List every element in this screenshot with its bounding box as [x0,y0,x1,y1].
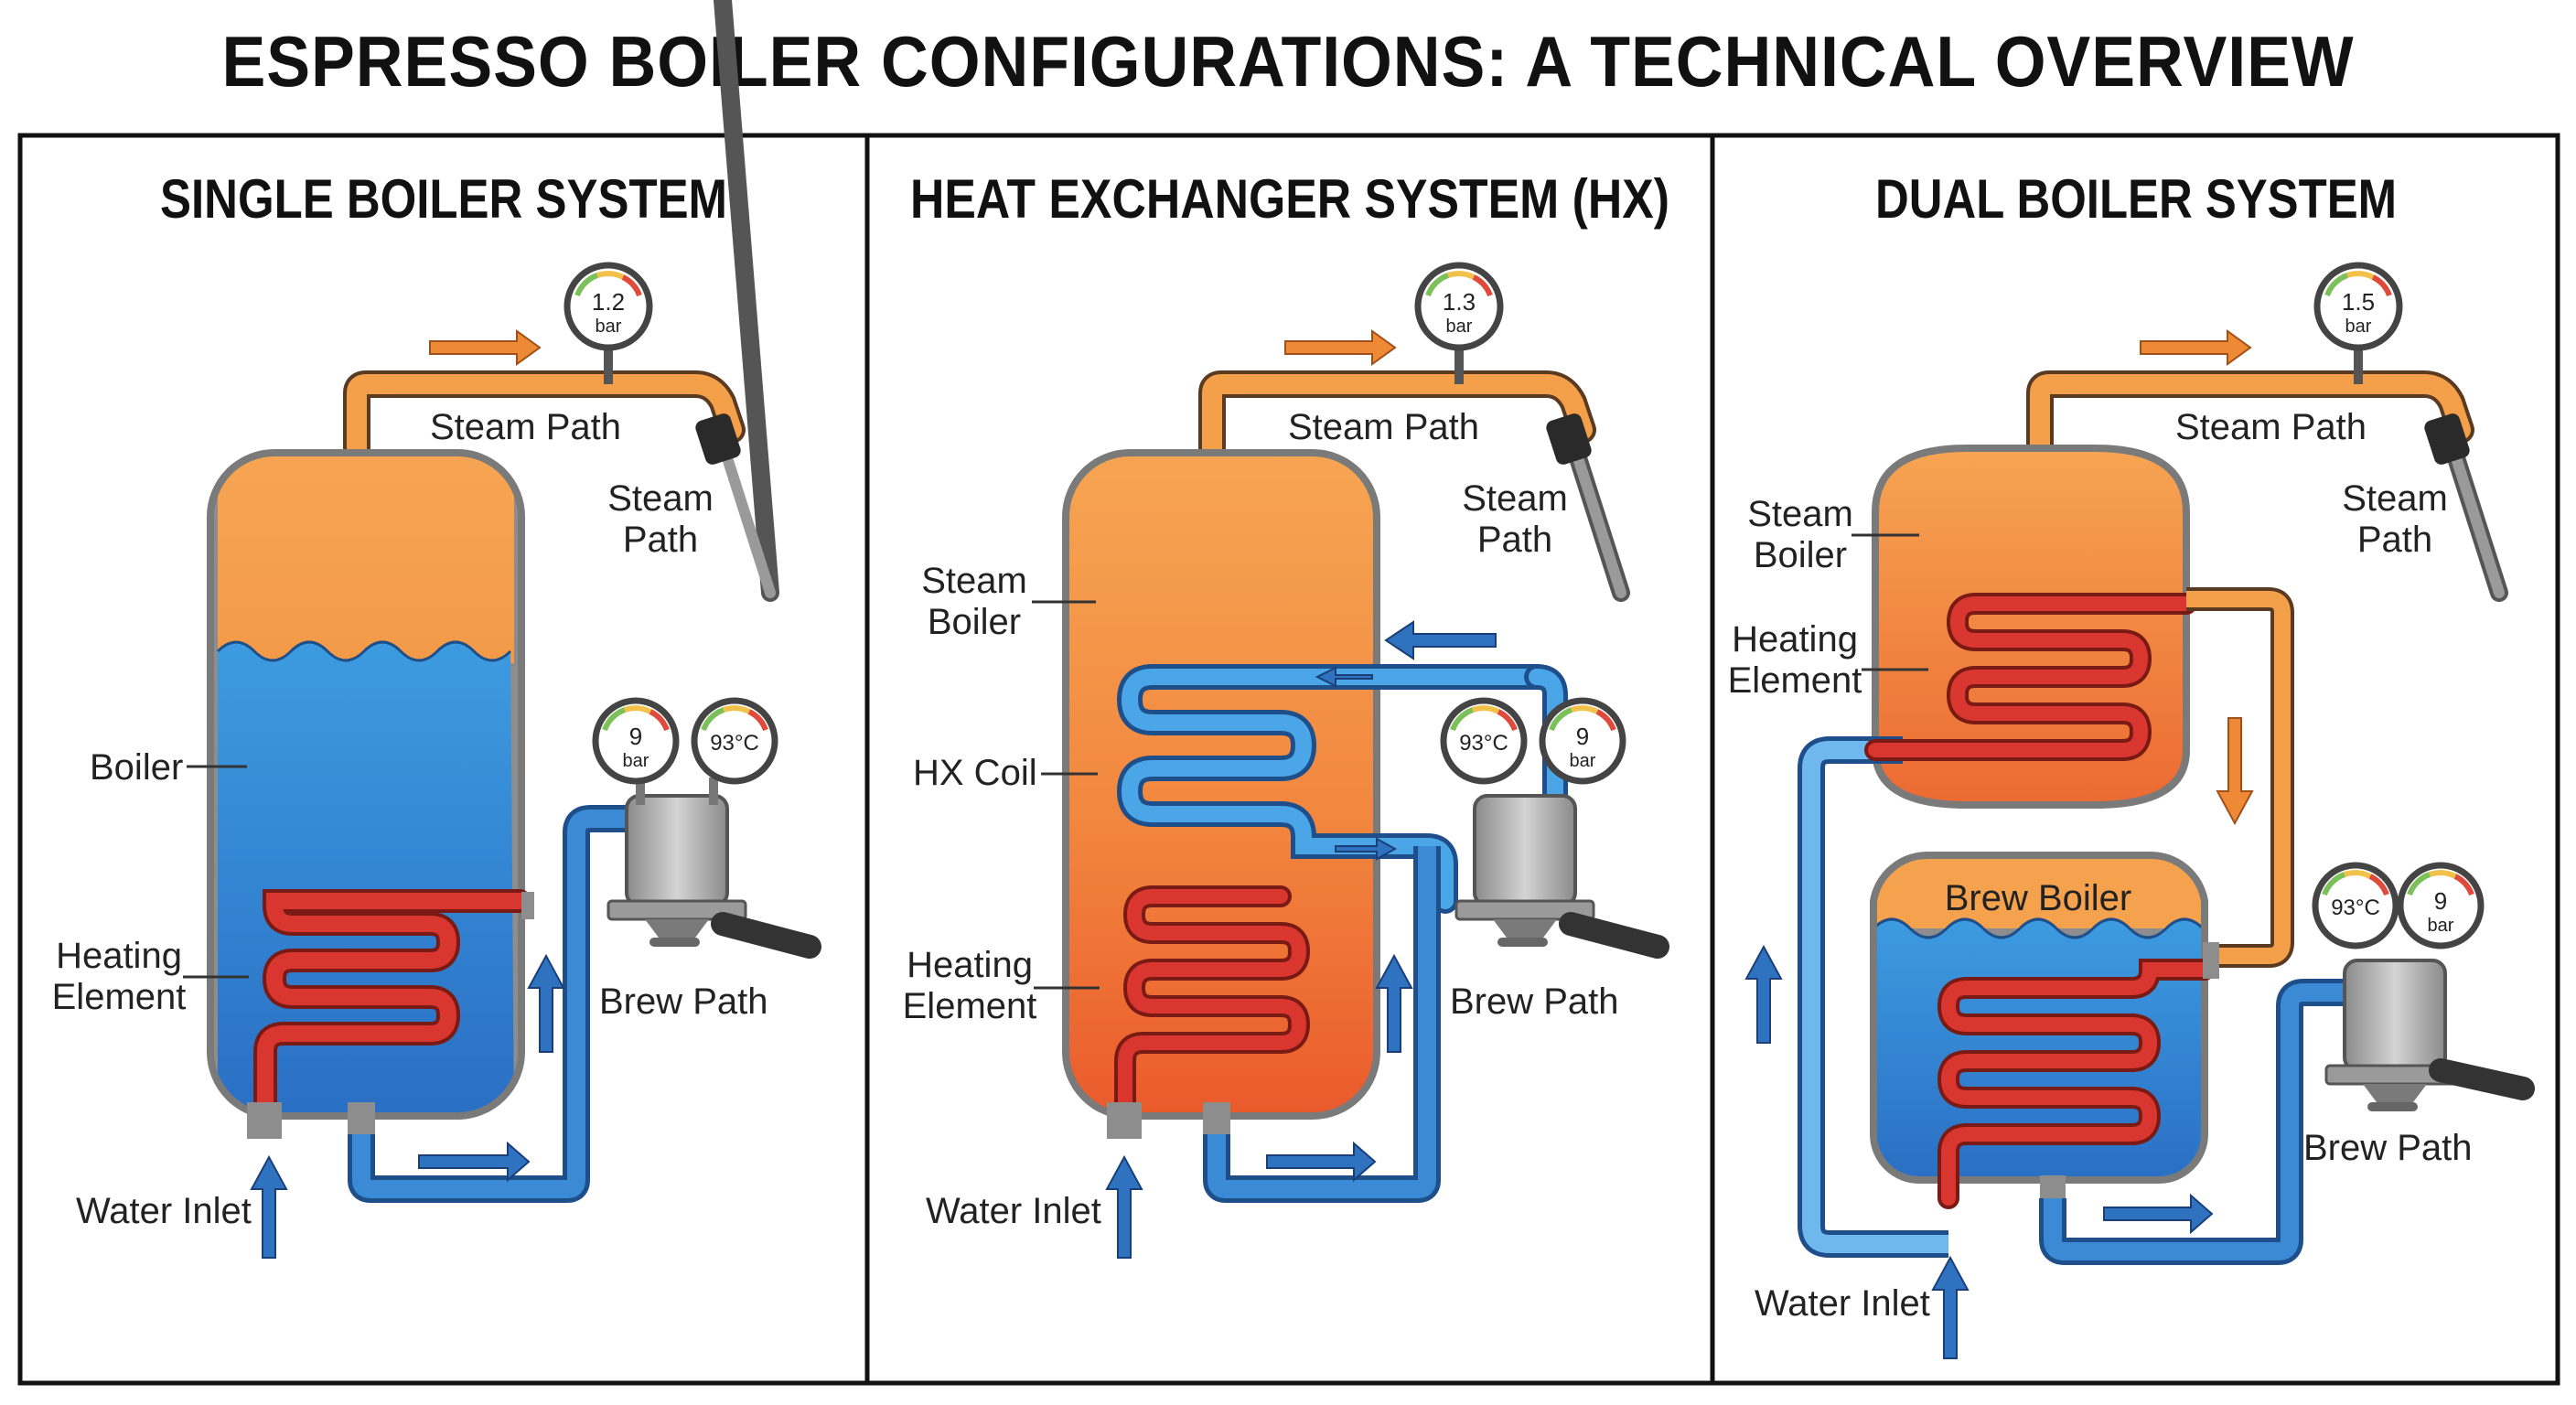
label-brew-boiler: Brew Boiler [1945,878,2132,918]
brew-pressure-value: 9 [629,723,642,750]
steam-wand [714,0,779,602]
label-steam-path-top: Steam Path [2175,407,2367,447]
arrow-steam-3 [2140,329,2252,366]
group-head [606,778,821,959]
brew-temp-value: 93°C [2331,896,2380,920]
arrow-hx-return [1335,837,1398,861]
label-brew-path: Brew Path [1450,981,1619,1022]
steam-gauge-dual: 1.5 bar [2313,262,2403,351]
panel-title-single: SINGLE BOILER SYSTEM [160,168,727,230]
arrow-brew-right-3 [2103,1193,2214,1235]
arrow-steam-down-dual [2216,717,2254,826]
brew-pressure-value: 9 [1576,723,1589,750]
outer-frame [17,133,2560,1386]
brew-pressure-unit: bar [2428,916,2454,936]
arrow-inlet-3 [1931,1255,1970,1359]
steam-gauge-single: 1.2 bar [564,262,653,351]
label-water-inlet: Water Inlet [1755,1283,1930,1324]
brew-temp-gauge-hx: 93°C [1440,697,1528,785]
steam-gauge-value: 1.5 [2342,288,2375,316]
brew-temp-gauge-dual: 93°C [2312,862,2399,949]
steam-gauge-unit: bar [596,316,622,337]
brew-pressure-unit: bar [623,751,649,771]
arrow-brew-right-2 [1266,1141,1377,1183]
gauges: 1.2 bar 1.3 bar 1.5 bar 9 bar [564,262,2485,949]
heating-element-coil [253,889,531,1114]
hx-coil [1116,664,1568,914]
steam-gauge-hx: 1.3 bar [1414,262,1504,351]
label-boiler: Boiler [90,747,183,788]
label-brew-path: Brew Path [2303,1128,2473,1168]
steam-gauge-value: 1.2 [592,288,625,316]
page-title: ESPRESSO BOILER CONFIGURATIONS: A TECHNI… [221,21,2355,102]
brew-pressure-gauge-single: 9 bar [592,697,680,785]
single-boiler-panel [207,0,821,1203]
brew-temp-gauge-single: 93°C [691,697,778,785]
label-brew-path: Brew Path [599,981,768,1022]
steam-wand-knob [695,413,741,465]
brew-temp-value: 93°C [1459,731,1508,756]
panel-title-dual: DUAL BOILER SYSTEM [1875,168,2397,230]
arrow-hx-feed [1315,666,1373,688]
dual-boiler-panel [1798,348,2535,1265]
brew-temp-value: 93°C [710,731,759,756]
arrow-steam-2 [1284,329,1397,366]
arrow-inlet-1 [250,1154,288,1259]
arrow-steam-1 [429,329,542,366]
arrow-cold-up-3 [1744,944,1783,1044]
brew-pressure-value: 9 [2434,887,2447,915]
steam-gauge-unit: bar [1446,316,1473,337]
panel-title-hx: HEAT EXCHANGER SYSTEM (HX) [910,168,1669,230]
arrow-brew-up-2 [1375,953,1413,1053]
brew-pressure-gauge-dual: 9 bar [2397,862,2485,949]
brew-pressure-unit: bar [1570,751,1596,771]
hx-panel [1062,348,1669,1203]
label-steam-path-top: Steam Path [430,407,621,447]
brew-pressure-gauge-hx: 9 bar [1539,697,1626,785]
steam-gauge-unit: bar [2345,316,2372,337]
arrow-brew-right-1 [418,1141,531,1183]
label-hx-coil: HX Coil [913,753,1037,793]
arrow-brew-up-1 [527,953,565,1053]
flow-arrows [250,329,2254,1359]
label-water-inlet: Water Inlet [76,1191,252,1231]
steam-gauge-value: 1.3 [1443,288,1476,316]
arrow-inlet-2 [1105,1154,1143,1259]
label-steam-path-top: Steam Path [1288,407,1479,447]
label-water-inlet: Water Inlet [926,1191,1101,1231]
arrow-hx-left [1384,620,1497,660]
